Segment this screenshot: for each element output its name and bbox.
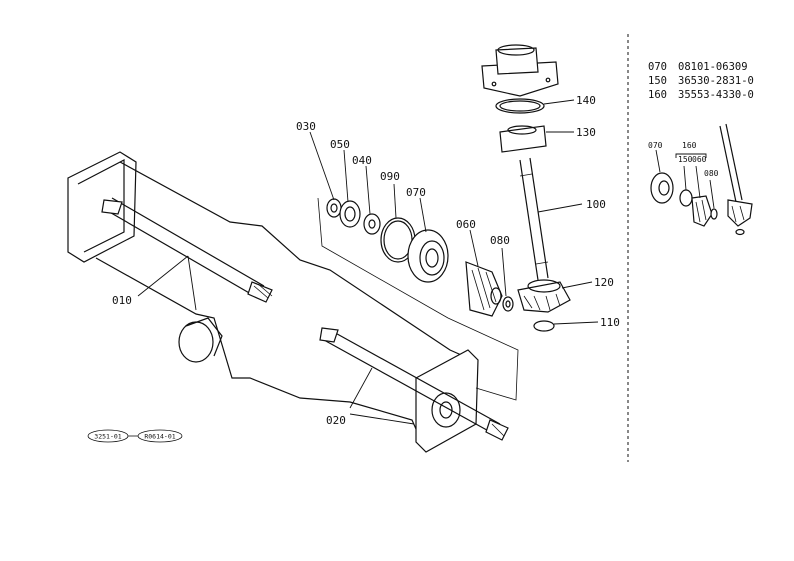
part-label-020: 020 (326, 367, 415, 427)
bevel-gear-120 (517, 279, 571, 313)
part-label-140: 140 (543, 94, 596, 107)
inset-detail: 070 160 150 060 080 (648, 123, 753, 236)
part-label: 060 (456, 218, 476, 231)
part-label: 130 (576, 126, 596, 139)
legend-part-number: 35553-4330-0 (678, 89, 754, 101)
bevel-gear-060 (465, 261, 503, 317)
axle-shaft-010 (101, 197, 273, 303)
inset-callout: 150 (678, 155, 693, 164)
legend-code: 070 (648, 61, 667, 73)
inset-callout: 160 (682, 141, 697, 150)
seal-030 (326, 198, 342, 218)
ball-bearing-070 (407, 229, 449, 283)
legend-part-number: 08101-06309 (678, 61, 748, 73)
o-ring-140 (495, 98, 545, 114)
part-label: 030 (296, 120, 316, 133)
housing-cover-outline (317, 197, 519, 401)
part-label-130: 130 (546, 126, 596, 139)
thrust-washer-080 (502, 296, 514, 312)
parts-legend: 070 08101-06309 150 36530-2831-0 160 355… (648, 61, 754, 101)
legend-code: 160 (648, 89, 667, 101)
part-label-080: 080 (490, 234, 510, 297)
part-label-060: 060 (456, 218, 479, 267)
part-label-090: 090 (380, 170, 400, 219)
part-label: 050 (330, 138, 350, 151)
part-label: 020 (326, 414, 346, 427)
collar-040 (363, 213, 381, 235)
part-label-010: 010 (112, 255, 197, 311)
reference-tag: R0614-01 (144, 433, 175, 441)
part-label: 090 (380, 170, 400, 183)
part-label-110: 110 (553, 316, 620, 329)
part-label-040: 040 (352, 154, 372, 215)
bevel-shaft-100 (519, 157, 549, 281)
reference-tag: 3251-01 (94, 433, 121, 441)
part-label: 120 (594, 276, 614, 289)
part-label: 070 (406, 186, 426, 199)
legend-code: 150 (648, 75, 667, 87)
axle-shaft-020 (319, 327, 509, 441)
part-label: 040 (352, 154, 372, 167)
reference-tags: 3251-01 R0614-01 (87, 429, 183, 443)
bearing-case-flange (481, 44, 559, 97)
part-label: 110 (600, 316, 620, 329)
part-label: 080 (490, 234, 510, 247)
part-label-050: 050 (330, 138, 350, 203)
part-label-120: 120 (561, 276, 614, 289)
part-label-100: 100 (537, 198, 606, 213)
part-label-030: 030 (296, 120, 335, 201)
inset-callout: 060 (692, 155, 707, 164)
part-label-070: 070 (406, 186, 427, 233)
inset-callout: 080 (704, 169, 719, 178)
legend-part-number: 36530-2831-0 (678, 75, 754, 87)
bearing-050 (339, 200, 361, 228)
part-label: 100 (586, 198, 606, 211)
axle-housing (67, 151, 479, 453)
circlip-110 (533, 320, 555, 332)
bearing-130 (499, 125, 547, 153)
part-label: 010 (112, 294, 132, 307)
inset-callout: 070 (648, 141, 663, 150)
part-label: 140 (576, 94, 596, 107)
